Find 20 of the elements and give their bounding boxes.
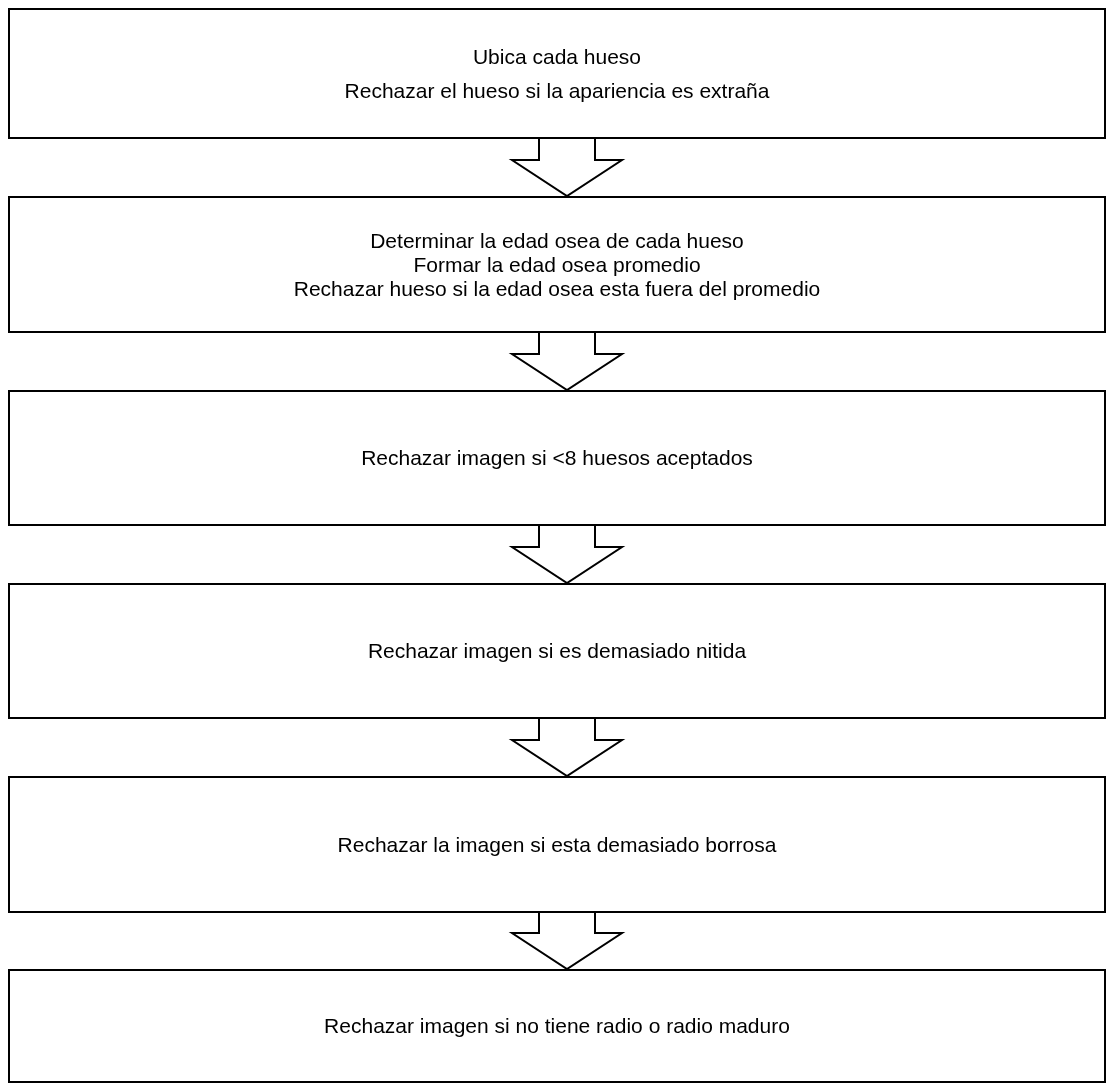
- step-text: Rechazar imagen si no tiene radio o radio maduro: [324, 1014, 790, 1038]
- process-box: [8, 390, 1106, 526]
- block-arrow: [508, 138, 626, 198]
- step-text: Ubica cada hueso: [472, 44, 642, 69]
- block-arrow: [508, 912, 626, 971]
- step-text: Rechazar imagen si es demasiado nitida: [367, 639, 747, 663]
- block-arrow: [508, 332, 626, 392]
- step-text: Rechazar imagen si <8 huesos aceptados: [361, 446, 753, 470]
- step-text: Determinar la edad osea de cada hueso: [370, 228, 744, 253]
- process-box: [8, 8, 1106, 139]
- step-text: Formar la edad osea promedio: [413, 252, 701, 277]
- step-text: Rechazar la imagen si esta demasiado borrosa: [337, 832, 777, 857]
- block-arrow: [508, 718, 626, 778]
- step-text: Rechazar el hueso si la apariencia es extraña: [344, 78, 770, 103]
- block-arrow: [508, 525, 626, 585]
- process-box: [8, 583, 1106, 719]
- process-box: [8, 969, 1106, 1083]
- step-text: Rechazar hueso si la edad osea esta fuera del promedio: [293, 276, 821, 301]
- process-box: [8, 776, 1106, 913]
- process-box: [8, 196, 1106, 333]
